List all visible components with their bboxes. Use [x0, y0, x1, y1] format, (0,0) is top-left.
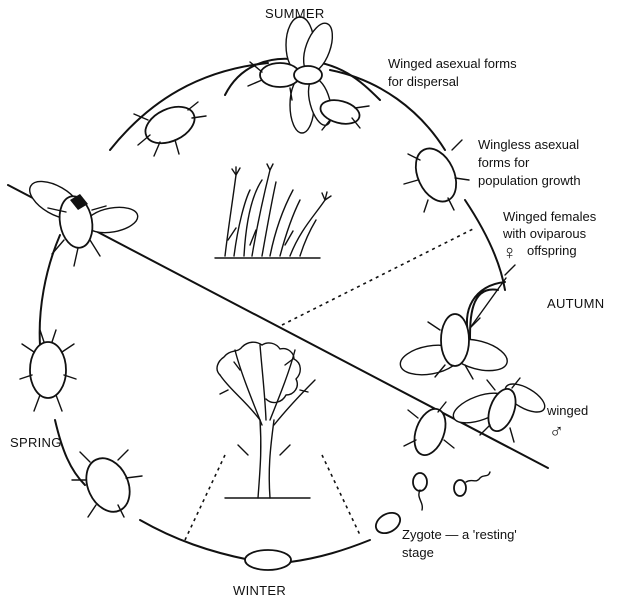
- season-autumn-label: AUTUMN: [547, 296, 604, 311]
- winged-aphid-left: [24, 174, 140, 266]
- wingless-aphid-spring-lower: [72, 450, 142, 519]
- eggs-and-squiggles: [413, 472, 490, 510]
- annotation-winged-females-line2: with oviparous: [503, 226, 586, 241]
- grass-illustration: [215, 164, 331, 258]
- season-winter-label: WINTER: [233, 583, 286, 598]
- oviparous-female-aphid: [404, 402, 454, 459]
- annotation-zygote-line2: stage: [402, 545, 434, 560]
- annotation-winged-females-line1: Winged females: [503, 209, 596, 224]
- annotation-wingless-asexual-line3: population growth: [478, 173, 581, 188]
- season-summer-label: SUMMER: [265, 6, 325, 21]
- annotation-winged-asexual-line2: for dispersal: [388, 74, 459, 89]
- wingless-aphid-spring-upper: [20, 330, 76, 411]
- zygote-egg-shape: [372, 509, 404, 538]
- autumn-winged-female: [398, 282, 511, 379]
- annotation-winged-females-line3: offspring: [527, 243, 577, 258]
- dotted-divider-line: [282, 228, 475, 325]
- wingless-aphid-upper-right: [404, 140, 469, 212]
- autumn-winged-male: [450, 378, 549, 442]
- female-symbol: ♀: [502, 243, 517, 263]
- annotation-wingless-asexual-line1: Wingless asexual: [478, 137, 579, 152]
- wingless-aphid-upper-left: [134, 100, 206, 156]
- annotation-winged-asexual-line1: Winged asexual forms: [388, 56, 517, 71]
- male-symbol: ♂: [549, 422, 564, 442]
- season-spring-label: SPRING: [10, 435, 62, 450]
- annotation-zygote-line1: Zygote — a 'resting': [402, 527, 517, 542]
- tree-illustration: [217, 342, 315, 498]
- winter-egg-shape: [245, 550, 291, 570]
- summer-winged-aphids: [225, 17, 380, 133]
- annotation-wingless-asexual-line2: forms for: [478, 155, 529, 170]
- annotation-winged-male: winged: [547, 403, 588, 418]
